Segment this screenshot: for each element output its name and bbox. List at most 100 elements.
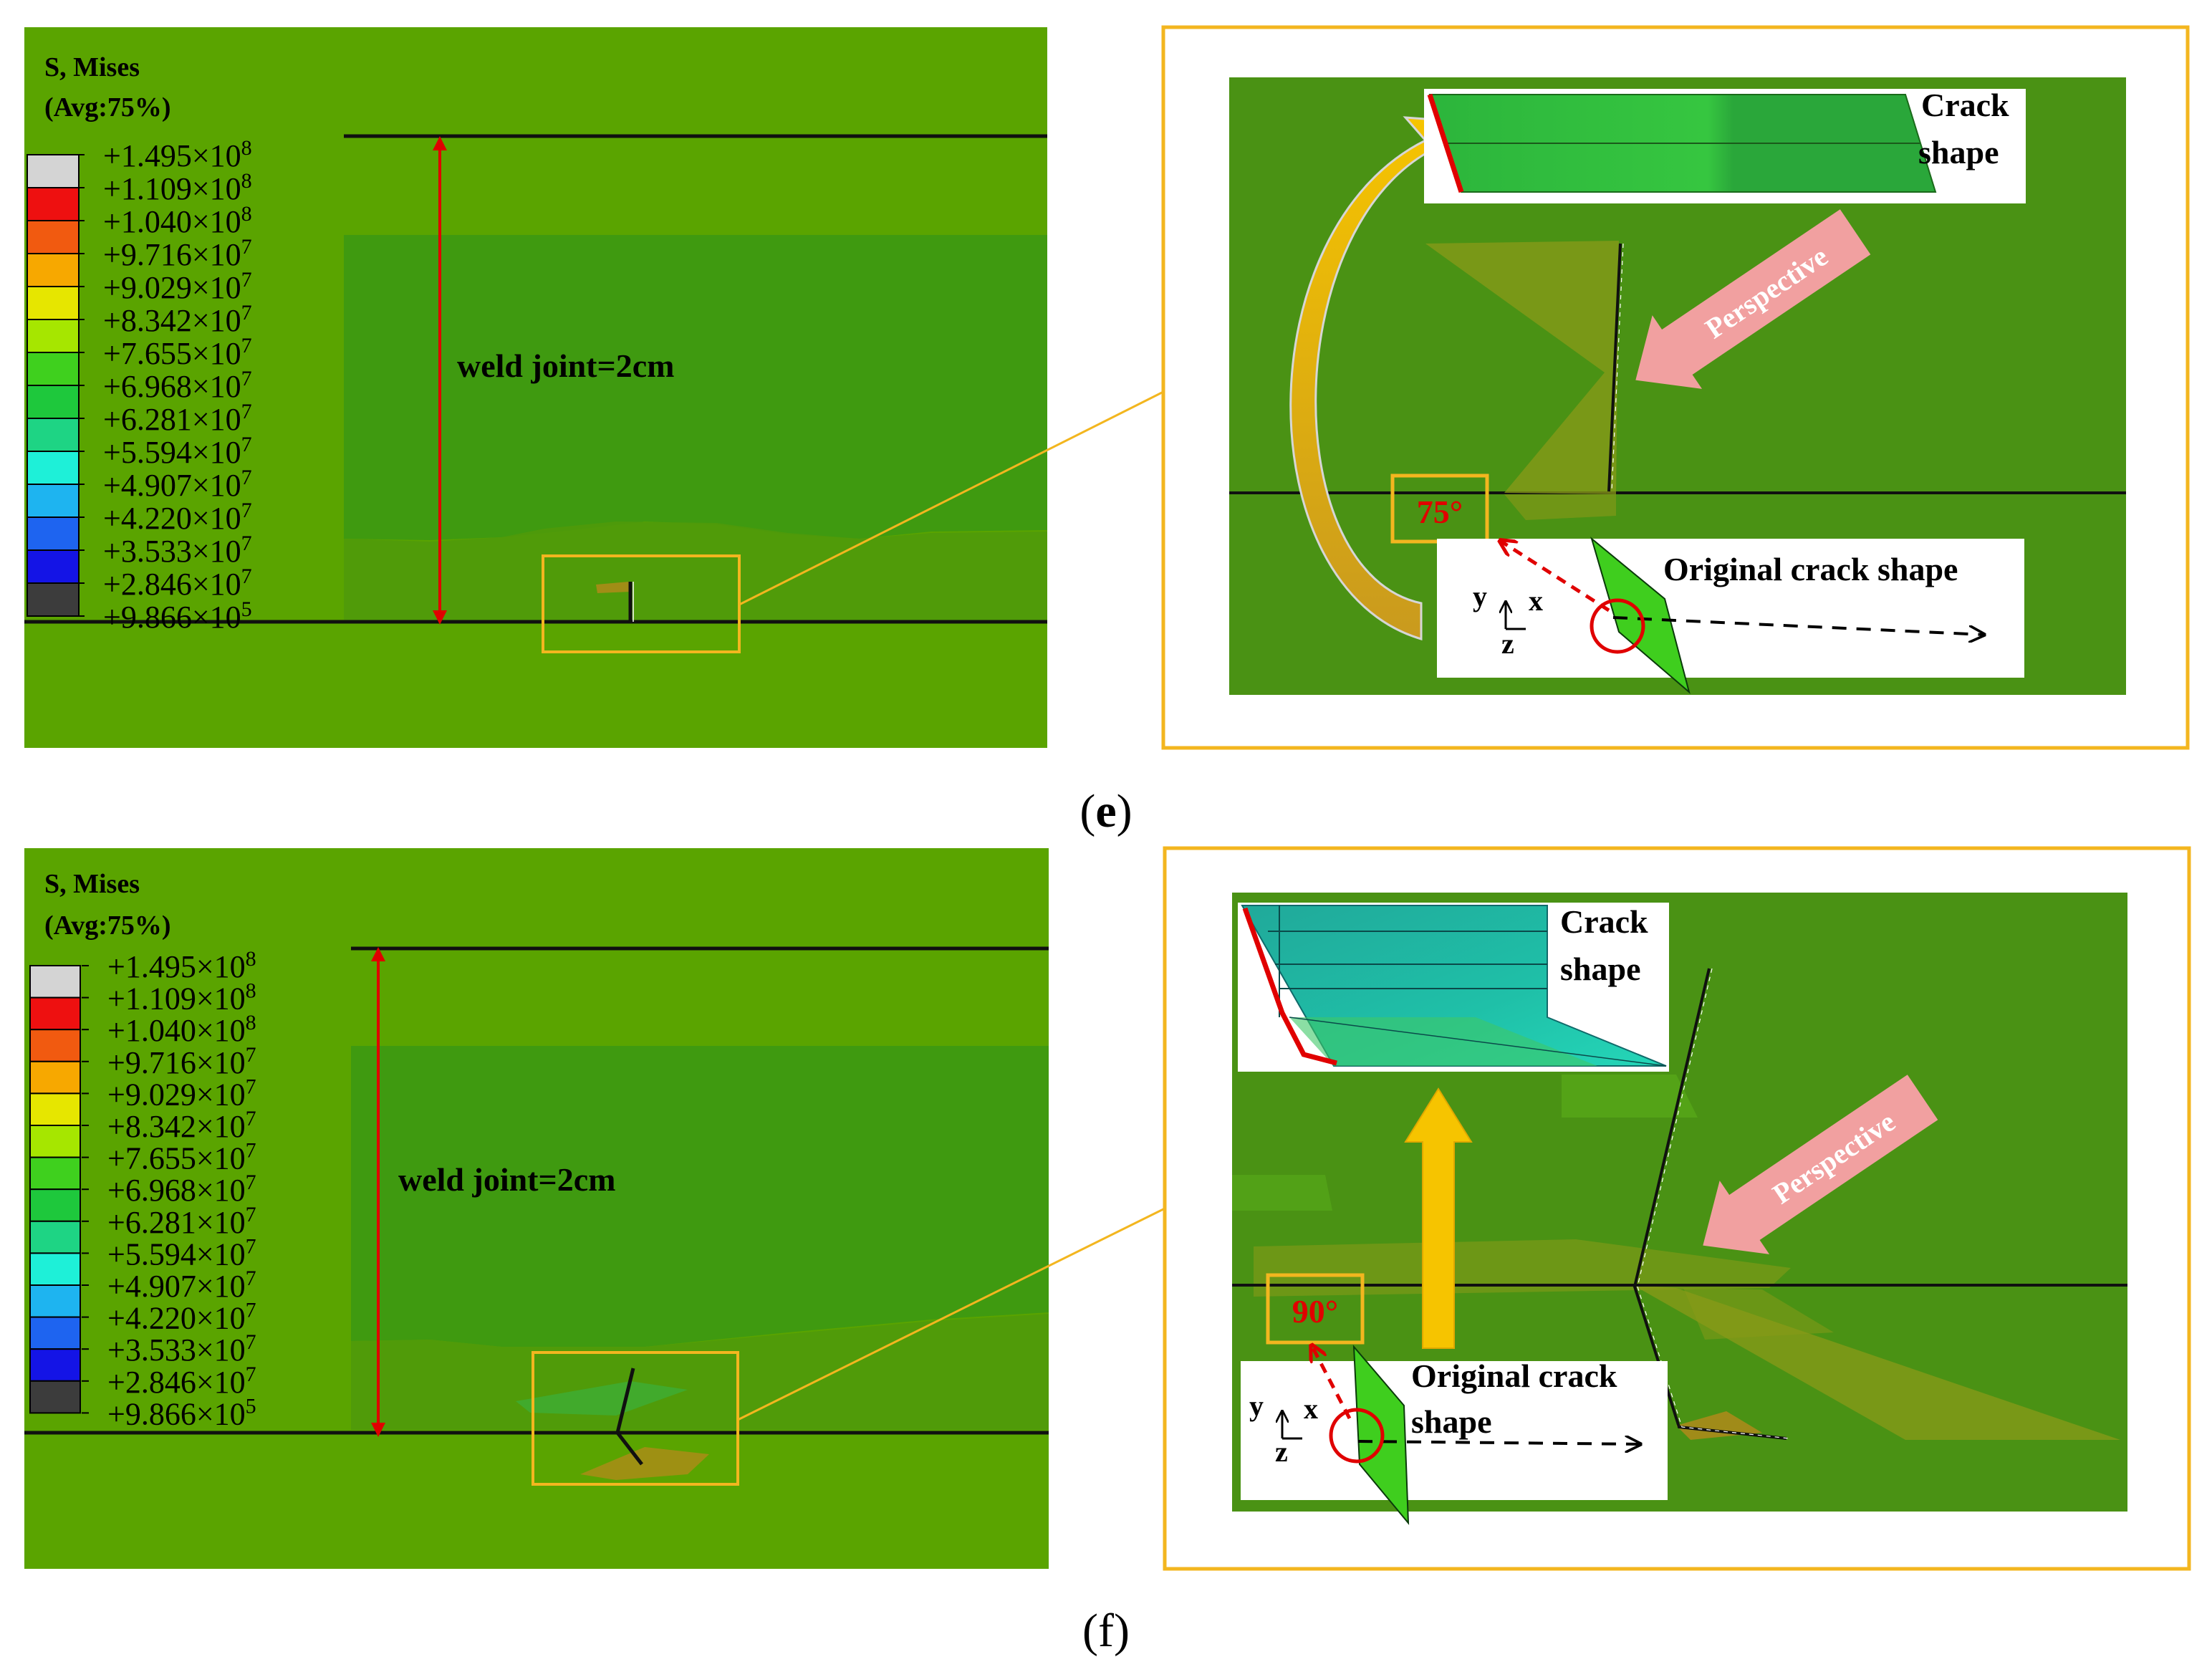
legend-tick-label: +9.029×107: [103, 268, 252, 305]
legend-ticks-f: +1.495×108+1.109×108+1.040×108+9.716×107…: [82, 947, 256, 1431]
legend-swatch: [27, 385, 80, 419]
legend-swatch: [27, 187, 80, 221]
legend-tick-label: +3.533×107: [107, 1330, 256, 1368]
legend-tick-label: +9.029×107: [107, 1075, 256, 1112]
original-label2-f: shape: [1411, 1403, 1491, 1440]
original-crack-inset-e: Original crack shape y x z: [1437, 537, 2024, 694]
axis-y-f: y: [1249, 1390, 1264, 1422]
legend-swatch: [27, 582, 80, 617]
axis-z-f: z: [1275, 1436, 1288, 1468]
axis-x-f: x: [1304, 1393, 1318, 1425]
legend-tick-label: +1.495×108: [107, 947, 256, 984]
weld-label-f: weld joint=2cm: [398, 1161, 615, 1198]
legend-tick-label: +6.281×107: [103, 400, 252, 437]
legend-swatch: [27, 516, 80, 551]
legend-tick-label: +7.655×107: [107, 1139, 256, 1176]
legend-tick-label: +1.109×108: [103, 169, 252, 206]
legend-swatch: [29, 1125, 81, 1158]
zoom-panel-f: Crack shape Perspective 90° Original cra…: [1163, 846, 2191, 1571]
legend-tick-label: +9.716×107: [103, 235, 252, 272]
panel-f: weld joint=2cm S, Mises (Avg:75%) +1.495…: [24, 846, 2191, 1657]
legend-tick-label: +1.040×108: [107, 1011, 256, 1048]
legend-tick-label: +9.866×105: [103, 597, 252, 635]
zoom-connector-e: [739, 390, 1165, 606]
legend-tick-label: +4.220×107: [103, 499, 252, 536]
panel-e: weld joint=2cm S, Mises (Avg:75%) +1.495…: [24, 25, 2190, 837]
original-label-f: Original crack: [1411, 1358, 1617, 1394]
crack-label-e: Crack: [1921, 87, 2009, 123]
legend-tick-label: +2.846×107: [107, 1363, 256, 1400]
crack-label2-f: shape: [1560, 951, 1640, 987]
legend-swatch: [29, 1060, 81, 1095]
legend-swatch: [27, 484, 80, 518]
legend-tick-label: +5.594×107: [103, 433, 252, 470]
legend-swatch: [27, 253, 80, 287]
legend-swatch: [29, 1188, 81, 1222]
legend-tick-label: +9.716×107: [107, 1043, 256, 1080]
legend-swatch: [27, 319, 80, 353]
legend-subtitle-e: (Avg:75%): [44, 92, 171, 122]
zoom-panel-e: Crack shape Perspective 75° Original cra…: [1161, 25, 2190, 750]
legend-tick-label: +1.109×108: [107, 979, 256, 1017]
crack-label2-e: shape: [1918, 134, 1999, 170]
stress-field-f: weld joint=2cm: [24, 848, 1049, 1569]
angle-label-f: 90°: [1292, 1293, 1338, 1330]
legend-swatch: [27, 154, 80, 188]
legend-tick-label: +1.495×108: [103, 136, 252, 173]
legend-title-f: S, Mises: [44, 869, 140, 899]
angle-label-e: 75°: [1417, 494, 1463, 530]
up-arrow-f: [1404, 1087, 1473, 1349]
axis-z-e: z: [1501, 628, 1514, 660]
legend-swatch: [27, 418, 80, 452]
legend-title-e: S, Mises: [44, 52, 140, 82]
legend-swatches-e: [27, 154, 80, 617]
stress-legend-e: S, Mises (Avg:75%) +1.495×108+1.109×108+…: [27, 52, 252, 635]
legend-ticks-e: +1.495×108+1.109×108+1.040×108+9.716×107…: [77, 136, 252, 635]
legend-swatch: [29, 1348, 81, 1382]
axis-y-e: y: [1473, 580, 1487, 612]
weld-label-e: weld joint=2cm: [457, 347, 674, 384]
original-crack-inset-f: Original crack shape y x z: [1241, 1347, 1668, 1525]
legend-tick-label: +7.655×107: [103, 334, 252, 371]
legend-tick-label: +1.040×108: [103, 202, 252, 239]
legend-swatch: [29, 1092, 81, 1127]
legend-swatch: [27, 352, 80, 386]
legend-tick-label: +3.533×107: [103, 532, 252, 569]
legend-swatch: [29, 1316, 81, 1350]
legend-tick-label: +4.907×107: [103, 466, 252, 503]
legend-swatch: [29, 1380, 81, 1414]
legend-swatch: [27, 220, 80, 254]
legend-tick-label: +8.342×107: [103, 301, 252, 338]
legend-swatches-f: [29, 965, 81, 1414]
legend-swatch: [29, 996, 81, 1031]
legend-swatch: [29, 1252, 81, 1287]
caption-f: (f): [1082, 1605, 1130, 1657]
legend-swatch: [29, 1220, 81, 1254]
legend-swatch: [29, 965, 81, 999]
stress-legend-f: S, Mises (Avg:75%) +1.495×108+1.109×108+…: [29, 869, 256, 1431]
caption-e: (e): [1079, 785, 1132, 837]
legend-tick-label: +4.907×107: [107, 1267, 256, 1304]
crack-shape-inset-e: Crack shape: [1424, 87, 2026, 203]
crack-label-f: Crack: [1560, 903, 1648, 940]
legend-tick-label: +6.968×107: [103, 367, 252, 404]
legend-tick-label: +2.846×107: [103, 564, 252, 602]
legend-swatch: [29, 1156, 81, 1191]
stress-field-e: weld joint=2cm: [24, 27, 1047, 748]
legend-swatch: [29, 1029, 81, 1062]
legend-swatch: [27, 549, 80, 584]
legend-tick-label: +6.281×107: [107, 1203, 256, 1240]
legend-tick-label: +5.594×107: [107, 1234, 256, 1272]
axis-x-e: x: [1529, 585, 1543, 617]
original-label-e: Original crack shape: [1663, 551, 1958, 587]
legend-swatch: [29, 1284, 81, 1318]
legend-subtitle-f: (Avg:75%): [44, 910, 171, 941]
legend-tick-label: +4.220×107: [107, 1299, 256, 1336]
legend-tick-label: +6.968×107: [107, 1171, 256, 1208]
crack-shape-inset-f: Crack shape: [1238, 903, 1669, 1072]
legend-swatch: [27, 451, 80, 485]
legend-tick-label: +9.866×105: [107, 1394, 256, 1431]
legend-tick-label: +8.342×107: [107, 1107, 256, 1144]
legend-swatch: [27, 286, 80, 320]
